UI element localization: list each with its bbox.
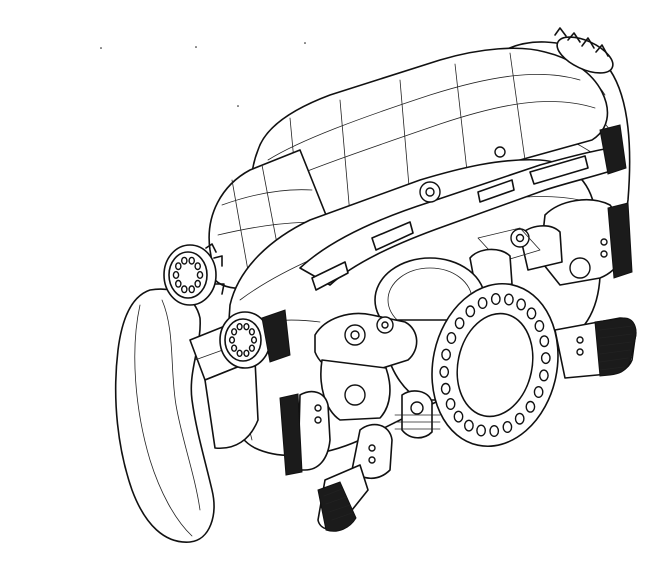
knob-hole bbox=[194, 262, 201, 271]
bolt-hole bbox=[465, 305, 476, 318]
scan-specks bbox=[100, 42, 306, 107]
bolt-hole bbox=[534, 320, 545, 333]
knob-hole bbox=[243, 349, 250, 357]
knob-hole bbox=[236, 349, 243, 357]
bolt-hole bbox=[490, 293, 501, 306]
bolt-hole bbox=[533, 386, 544, 399]
knob-hole bbox=[250, 336, 258, 344]
knob-hole bbox=[180, 285, 188, 294]
right-paddle-cluster bbox=[469, 124, 633, 291]
bolt-hole bbox=[503, 293, 514, 306]
bolt-hole bbox=[440, 382, 451, 395]
bolt-hole bbox=[525, 400, 536, 413]
bottom-paddles bbox=[279, 390, 393, 532]
rotary-knob-top-right bbox=[554, 27, 614, 74]
bolt-hole bbox=[453, 410, 464, 423]
bolt-hole bbox=[502, 421, 513, 434]
knob-hole bbox=[236, 323, 243, 331]
knob-hole bbox=[194, 279, 201, 288]
knob-hole bbox=[188, 256, 195, 265]
knob-hole bbox=[243, 323, 250, 331]
bolt-hole bbox=[514, 412, 525, 425]
knob-hole bbox=[196, 271, 204, 280]
bolt-hole bbox=[441, 348, 451, 361]
knob-hole bbox=[172, 271, 180, 280]
knob-hole bbox=[180, 256, 188, 265]
bolt-hole bbox=[463, 419, 474, 432]
bolt-hole bbox=[540, 352, 551, 365]
lower-right-paddle bbox=[554, 317, 637, 379]
bolt-hole bbox=[489, 425, 500, 438]
rotary-knob-left-upper bbox=[163, 243, 225, 306]
knob-hole bbox=[248, 328, 256, 336]
bolt-hole bbox=[477, 297, 488, 310]
bolt-hole bbox=[454, 317, 465, 330]
bolt-hole bbox=[539, 369, 549, 382]
bolt-hole bbox=[445, 398, 456, 411]
knob-hole bbox=[231, 328, 238, 336]
knob-hole bbox=[231, 344, 238, 352]
knob-hole bbox=[174, 262, 182, 271]
quick-release-lever bbox=[314, 312, 441, 439]
knob-hole bbox=[188, 285, 195, 294]
bolt-hole bbox=[539, 335, 550, 348]
knob-hole bbox=[248, 344, 256, 352]
hub-bolt-ring bbox=[431, 282, 559, 448]
rotary-knob-left-lower bbox=[219, 309, 291, 369]
bolt-hole bbox=[439, 365, 450, 378]
bolt-hole bbox=[476, 424, 486, 437]
bolt-hole bbox=[446, 332, 457, 345]
knob-hole bbox=[228, 336, 236, 344]
knob-hole bbox=[174, 279, 182, 288]
bolt-hole bbox=[526, 307, 537, 320]
bolt-hole bbox=[516, 298, 526, 311]
